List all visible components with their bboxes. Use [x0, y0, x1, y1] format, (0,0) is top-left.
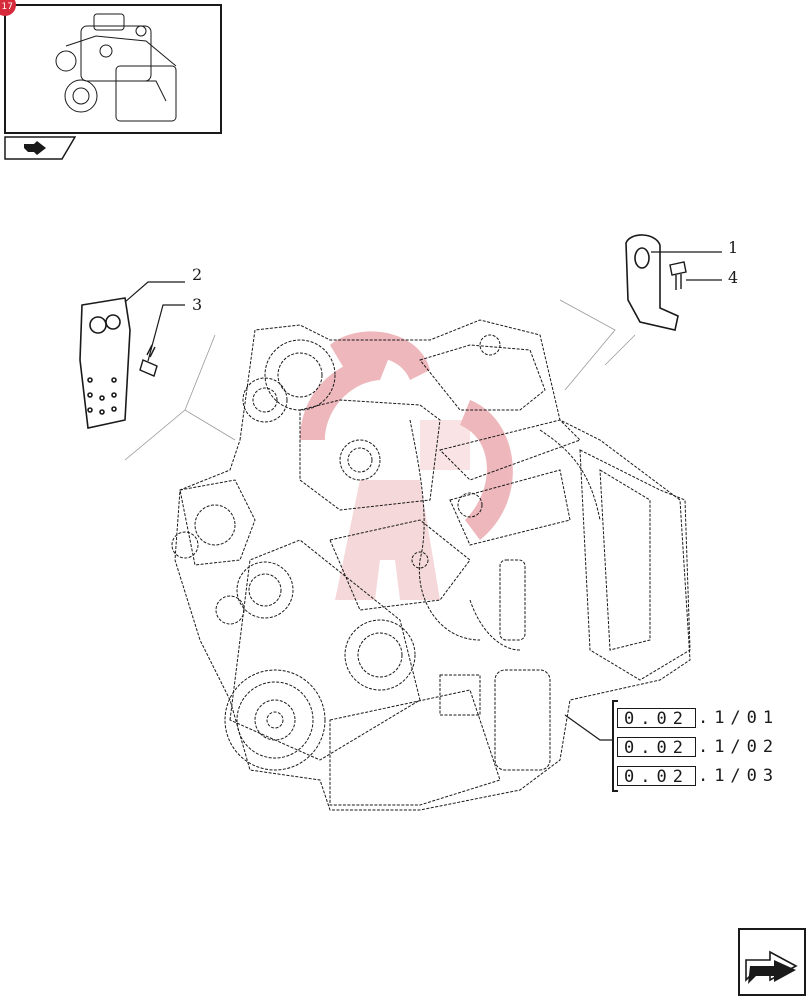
brand-watermark-icon — [300, 331, 513, 600]
reference-code[interactable]: 0.02 — [617, 765, 696, 787]
reference-row[interactable]: 0.02 .1/03 — [617, 761, 807, 790]
reference-bracket — [612, 700, 618, 792]
callout-3: 3 — [192, 295, 203, 314]
reference-row[interactable]: 0.02 .1/02 — [617, 732, 807, 761]
reference-row[interactable]: 0.02 .1/01 — [617, 703, 807, 732]
next-page-arrow-icon — [745, 950, 798, 984]
next-page-button[interactable] — [738, 928, 806, 996]
reference-suffix: .1/03 — [697, 765, 780, 786]
reference-code[interactable]: 0.02 — [617, 736, 696, 758]
callout-4: 4 — [728, 268, 739, 287]
reference-suffix: .1/01 — [697, 707, 780, 728]
callout-2: 2 — [192, 265, 203, 284]
arrow-tab-icon[interactable] — [4, 136, 76, 160]
corner-badge: 17 — [0, 0, 16, 16]
callout-1: 1 — [728, 238, 739, 257]
engine-thumbnail-icon — [55, 13, 177, 122]
reference-suffix: .1/02 — [697, 736, 780, 757]
reference-table: 0.02 .1/01 0.02 .1/02 0.02 .1/03 — [617, 703, 807, 790]
reference-code[interactable]: 0.02 — [617, 707, 696, 729]
thumbnail-frame[interactable] — [4, 4, 222, 134]
